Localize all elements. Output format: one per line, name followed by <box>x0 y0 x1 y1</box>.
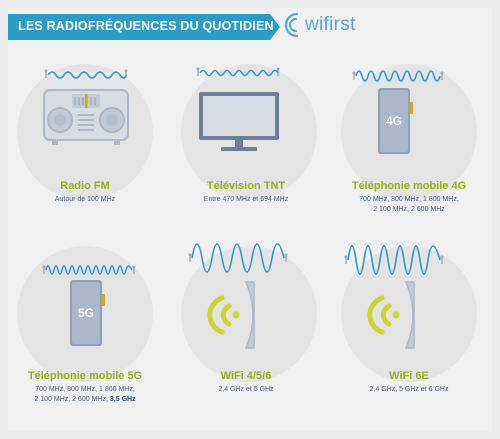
card-desc-radio: Autour de 100 MHz <box>54 196 116 203</box>
radio-icon <box>43 89 129 145</box>
card-title-wifi6e: WiFi 6E <box>389 370 429 382</box>
wifi456-wave-icon <box>188 243 288 273</box>
wifirst-logo-icon <box>284 12 299 38</box>
card-desc-5g-line2-text: 2 100 MHz, 2 600 MHz, <box>34 396 110 403</box>
5g-wave-icon <box>42 265 136 275</box>
phone-5g-label: 5G <box>77 306 94 320</box>
page-title: LES RADIOFRÉQUENCES DU QUOTIDIEN <box>18 19 274 33</box>
radio-wave-icon <box>44 69 128 79</box>
card-desc-5g-line1: 700 MHz, 800 MHz, 1 800 MHz, <box>35 386 135 393</box>
card-desc-wifi6e: 2,4 GHz, 5 GHz et 6 GHz <box>369 386 449 393</box>
card-title-4g: Téléphonie mobile 4G <box>351 180 467 192</box>
logo-text: wifirst <box>305 14 356 35</box>
title-banner <box>8 14 270 40</box>
card-desc-4g-line1: 700 MHz, 800 MHz, 1 800 MHz, <box>359 196 459 203</box>
card-title-tv: Télévision TNT <box>206 180 286 192</box>
phone-4g-label: 4G <box>385 114 402 128</box>
card-title-radio: Radio FM <box>60 180 110 192</box>
card-title-5g: Téléphonie mobile 5G <box>27 370 143 382</box>
phone-5g-icon <box>70 280 105 346</box>
tv-wave-icon <box>196 67 280 77</box>
wifi-router-456-icon <box>207 281 255 349</box>
title-banner-arrow <box>270 14 280 40</box>
card-desc-5g-line2: 2 100 MHz, 2 600 MHz, 3,5 GHz <box>5 395 165 405</box>
wifi6e-background-circle <box>341 246 477 382</box>
phone-4g-icon <box>378 88 413 154</box>
wifi-router-6e-icon <box>367 281 415 349</box>
card-desc-wifi456: 2,4 GHz et 5 GHz <box>218 386 274 393</box>
card-desc-5g-highlight: 3,5 GHz <box>109 396 136 403</box>
card-title-wifi456: WiFi 4/5/6 <box>220 370 272 382</box>
card-desc-4g-line2: 2 100 MHz, 2 600 MHz <box>373 206 445 213</box>
card-desc-tv: Entre 470 MHz et 694 MHz <box>203 196 289 203</box>
wifi6e-wave-icon <box>344 245 444 275</box>
tv-icon <box>199 92 279 151</box>
4g-wave-icon <box>352 70 444 82</box>
